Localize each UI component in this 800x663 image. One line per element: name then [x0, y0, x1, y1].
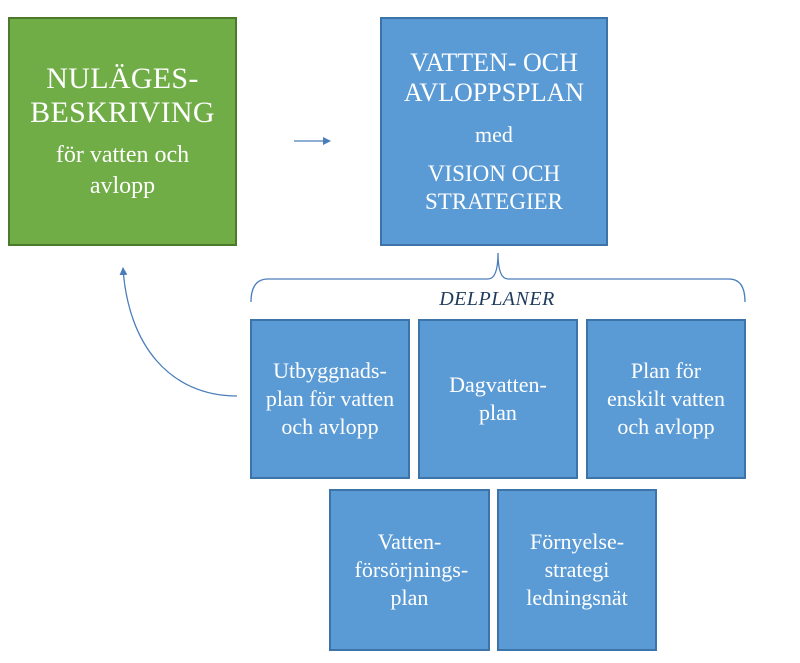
delplan-label: Utbyggnads-plan för vatten och avlopp	[265, 358, 395, 439]
delplaner-brace	[250, 252, 746, 303]
delplan-box-dagvattenplan: Dagvatten-plan	[418, 319, 578, 479]
va-plan-connector: med	[475, 121, 513, 147]
delplan-label: Dagvatten-plan	[449, 372, 547, 425]
delplan-label: Vatten-försörjnings-plan	[354, 529, 469, 610]
delplan-box-vattenforsorjningsplan: Vatten-försörjnings-plan	[329, 489, 490, 651]
va-plan-box: VATTEN- OCH AVLOPPSPLAN med VISION OCH S…	[380, 17, 608, 246]
nulage-subtitle: för vatten och avlopp	[55, 141, 190, 199]
delplan-box-utbyggnadsplan: Utbyggnads-plan för vatten och avlopp	[250, 319, 410, 479]
delplan-box-enskilt-vatten: Plan för enskilt vatten och avlopp	[586, 319, 746, 479]
va-plan-subtitle: VISION OCH STRATEGIER	[425, 160, 563, 214]
delplan-label: Förnyelse-strategi ledningsnät	[526, 529, 628, 610]
va-plan-title: VATTEN- OCH AVLOPPSPLAN	[403, 47, 585, 107]
delplan-box-fornyelsestrategi: Förnyelse-strategi ledningsnät	[497, 489, 657, 651]
delplan-label: Plan för enskilt vatten och avlopp	[607, 358, 725, 439]
nulagesbeskrivning-box: NULÄGES-BESKRIVING för vatten och avlopp	[8, 17, 237, 246]
delplaner-label: DELPLANER	[439, 288, 555, 310]
curved-feedback-arrow	[119, 267, 238, 397]
nulage-title: NULÄGES-BESKRIVING	[30, 61, 215, 129]
